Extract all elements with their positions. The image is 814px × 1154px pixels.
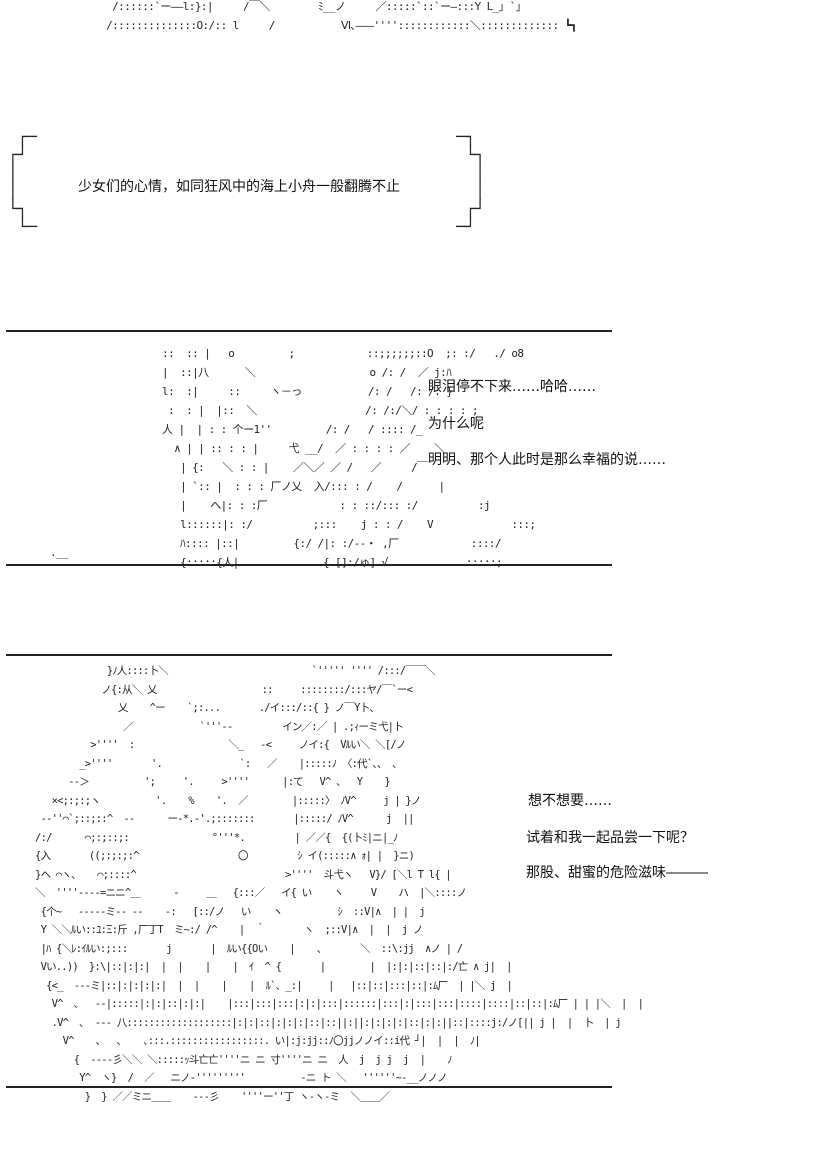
panel-divider bbox=[6, 564, 612, 566]
narration-box: ┌─ ┌┘ │ │ └┐ └─ ─┐ └┐ │ │ ┌┘ ─┘ 少女们的心情，如… bbox=[8, 126, 504, 244]
dialog-line-5: 试着和我一起品尝一下呢？ bbox=[526, 830, 694, 846]
dialog-line-3: 明明、那个人此时是那么幸福的说…… bbox=[428, 452, 666, 468]
right-bracket-frame: ─┐ └┐ │ │ ┌┘ ─┘ bbox=[456, 127, 485, 236]
dialog-line-4: 想不想要…… bbox=[528, 793, 612, 809]
ascii-art-top: /::::::`ー――l:}:| /￣＼ ﾐ__ノ ／:::::`::`ー―::… bbox=[106, 0, 577, 32]
left-bracket-frame: ┌─ ┌┘ │ │ └┐ └─ bbox=[8, 127, 37, 236]
panel-divider bbox=[6, 654, 612, 656]
dialog-line-2: 为什么呢 bbox=[428, 416, 484, 432]
dialog-line-6: 那股、甜蜜的危险滋味――― bbox=[526, 865, 708, 881]
panel-divider bbox=[6, 1086, 612, 1088]
panel-divider bbox=[6, 330, 612, 332]
dialog-line-1: 眼泪停不下来……哈哈…… bbox=[428, 379, 596, 395]
ascii-art-floor-mark: .__ bbox=[50, 546, 69, 559]
ascii-art-girl-with-sweets: }ﾉ人::::卜＼ `''''' '''' /:::/￣￣＼ ノ{:从＼ 乂 :… bbox=[35, 665, 644, 1103]
narration-text: 少女们的心情，如同狂风中的海上小舟一般翻腾不止 bbox=[78, 179, 400, 195]
